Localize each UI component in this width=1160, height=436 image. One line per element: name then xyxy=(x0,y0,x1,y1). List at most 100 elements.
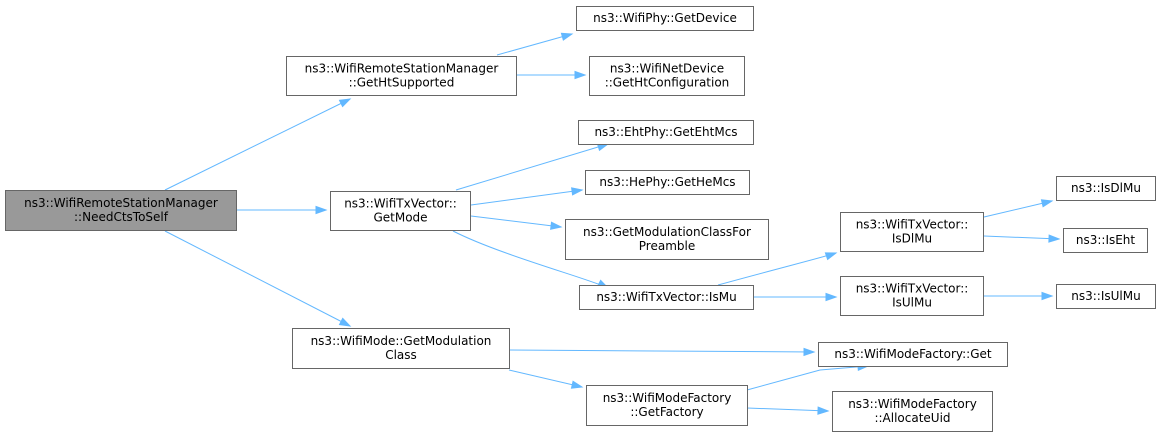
arrowhead-icon xyxy=(315,205,328,215)
node-label-line: ns3::WifiRemoteStationManager xyxy=(24,196,218,210)
node-label-line: ns3::WifiModeFactory xyxy=(848,397,977,411)
edge-line xyxy=(470,189,583,206)
node-is-mu[interactable]: ns3::WifiTxVector::IsMu xyxy=(579,285,754,310)
arrowhead-icon xyxy=(1041,291,1054,301)
node-label-line: ::GetFactory xyxy=(630,405,703,419)
arrowhead-icon xyxy=(803,347,816,357)
node-label-line: ns3::WifiRemoteStationManager xyxy=(305,62,499,76)
node-box xyxy=(579,285,754,310)
node-label-line: ns3::WifiTxVector:: xyxy=(856,282,969,296)
node-label-line: IsUlMu xyxy=(892,296,932,310)
node-box xyxy=(589,56,745,96)
edge-line xyxy=(983,200,1053,218)
arrowhead-icon xyxy=(1048,234,1061,243)
edge-is_dl_mu_vec-to-is_eht xyxy=(983,234,1061,243)
node-box xyxy=(840,276,984,316)
node-box xyxy=(576,6,754,31)
edge-line xyxy=(164,230,351,327)
arrowhead-icon xyxy=(338,98,352,108)
edge-need_cts-to-get_ht_supported xyxy=(164,98,352,191)
node-get-he-mcs[interactable]: ns3::HePhy::GetHeMcs xyxy=(585,170,750,195)
edge-get_factory-to-factory_get xyxy=(746,362,870,391)
arrowhead-icon xyxy=(825,292,838,302)
arrowhead-icon xyxy=(1040,199,1054,208)
arrowhead-icon xyxy=(817,406,830,415)
edge-is_mu-to-is_ul_mu_vec xyxy=(753,292,838,302)
node-label-line: ns3::WifiMode::GetModulation xyxy=(311,334,492,348)
node-is-dl-mu[interactable]: ns3::IsDlMu xyxy=(1056,176,1156,201)
node-label-line: ::GetHtConfiguration xyxy=(605,76,730,90)
node-box xyxy=(292,328,510,369)
node-get-factory[interactable]: ns3::WifiModeFactory::GetFactory xyxy=(586,385,748,426)
arrowhead-icon xyxy=(824,252,838,261)
edge-get_modulation_class-to-get_factory xyxy=(508,369,584,389)
edge-line xyxy=(508,369,583,388)
edge-line xyxy=(508,349,815,353)
edge-get_factory-to-allocate_uid xyxy=(746,406,830,415)
node-label-line: ::GetHtSupported xyxy=(349,76,455,90)
node-get-modulation-class[interactable]: ns3::WifiMode::GetModulationClass xyxy=(292,328,510,369)
node-label-line: ns3::WifiPhy::GetDevice xyxy=(593,11,737,25)
node-label-line: Preamble xyxy=(639,239,695,253)
node-label-line: GetMode xyxy=(373,211,427,225)
node-box xyxy=(286,56,517,96)
edge-is_ul_mu_vec-to-is_ul_mu xyxy=(984,291,1054,301)
node-label-line: ns3::WifiNetDevice xyxy=(610,62,724,76)
node-box xyxy=(586,385,748,426)
edge-line xyxy=(496,33,573,56)
edge-line xyxy=(983,235,1060,240)
node-label-line: ns3::HePhy::GetHeMcs xyxy=(599,175,735,189)
nodes-layer: ns3::WifiRemoteStationManager::NeedCtsTo… xyxy=(5,6,1156,432)
node-box xyxy=(1063,228,1148,253)
arrowhead-icon xyxy=(550,221,563,230)
node-allocate-uid[interactable]: ns3::WifiModeFactory::AllocateUid xyxy=(832,391,993,432)
node-label-line: ns3::WifiTxVector:: xyxy=(856,218,969,232)
arrowhead-icon xyxy=(338,317,352,327)
edge-line xyxy=(164,98,351,191)
node-label-line: ns3::WifiTxVector::IsMu xyxy=(596,290,736,304)
node-label-line: Class xyxy=(385,348,417,362)
node-box xyxy=(1056,284,1156,309)
node-box xyxy=(818,342,1008,367)
node-is-dl-mu-vec[interactable]: ns3::WifiTxVector::IsDlMu xyxy=(840,212,984,252)
node-label-line: ns3::IsEht xyxy=(1076,233,1136,247)
edge-get_ht_supported-to-get_device xyxy=(496,32,574,56)
node-box xyxy=(330,191,471,231)
node-is-ul-mu-vec[interactable]: ns3::WifiTxVector::IsUlMu xyxy=(840,276,984,316)
node-need-cts: ns3::WifiRemoteStationManager::NeedCtsTo… xyxy=(5,190,237,231)
node-label-line: ns3::WifiModeFactory xyxy=(603,391,732,405)
node-label-line: ns3::IsUlMu xyxy=(1071,289,1140,303)
edge-line xyxy=(746,407,829,412)
node-box xyxy=(1056,176,1156,201)
arrowhead-icon xyxy=(571,187,584,196)
node-label-line: ns3::IsDlMu xyxy=(1071,181,1141,195)
arrowhead-icon xyxy=(560,32,574,41)
node-is-ul-mu[interactable]: ns3::IsUlMu xyxy=(1056,284,1156,309)
node-label-line: ::AllocateUid xyxy=(874,411,950,425)
node-get-mode[interactable]: ns3::WifiTxVector::GetMode xyxy=(330,191,471,231)
node-is-eht[interactable]: ns3::IsEht xyxy=(1063,228,1148,253)
edge-get_modulation_class-to-factory_get xyxy=(508,347,816,357)
node-label-line: ns3::WifiModeFactory::Get xyxy=(834,347,991,361)
edge-need_cts-to-get_modulation_class xyxy=(164,230,352,327)
node-get-ht-configuration[interactable]: ns3::WifiNetDevice::GetHtConfiguration xyxy=(589,56,745,96)
node-box xyxy=(578,120,754,145)
node-box xyxy=(565,219,769,260)
arrowhead-icon xyxy=(574,70,587,80)
edge-get_ht_supported-to-get_ht_configuration xyxy=(517,70,587,80)
edge-line xyxy=(746,365,869,391)
edge-is_mu-to-is_dl_mu_vec xyxy=(717,252,838,286)
node-label-line: ns3::GetModulationClassFor xyxy=(583,225,751,239)
edges-layer xyxy=(164,32,1061,415)
node-box xyxy=(585,170,750,195)
node-get-eht-mcs[interactable]: ns3::EhtPhy::GetEhtMcs xyxy=(578,120,754,145)
node-box xyxy=(5,190,237,231)
node-label-line: IsDlMu xyxy=(892,232,932,246)
edge-need_cts-to-get_mode xyxy=(237,205,328,215)
node-get-device[interactable]: ns3::WifiPhy::GetDevice xyxy=(576,6,754,31)
node-factory-get[interactable]: ns3::WifiModeFactory::Get xyxy=(818,342,1008,367)
node-label-line: ns3::EhtPhy::GetEhtMcs xyxy=(594,125,737,139)
node-get-ht-supported[interactable]: ns3::WifiRemoteStationManager::GetHtSupp… xyxy=(286,56,517,96)
